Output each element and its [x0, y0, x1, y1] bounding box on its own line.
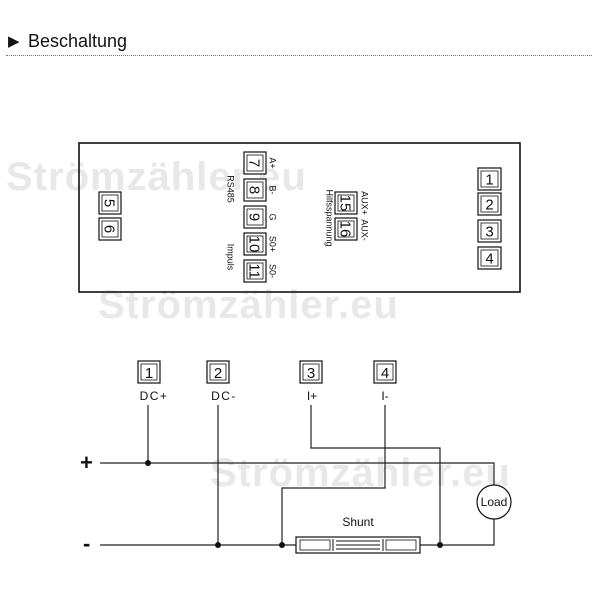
wire-positive-rail: [100, 462, 495, 485]
meter-terminal-group-left: 5 6: [98, 191, 122, 241]
watermark-2: Strömzähler.eu: [98, 283, 399, 327]
label-s0-minus: S0-: [268, 264, 278, 278]
label-aux-plus: AUX+: [360, 191, 370, 215]
meter-terminal-8: 8: [243, 178, 267, 202]
shunt-label: Shunt: [342, 515, 374, 529]
meter-terminal-10: 10: [243, 232, 267, 256]
svg-text:9: 9: [246, 213, 263, 221]
meter-terminal-11: 11: [243, 259, 267, 283]
label-dc-plus: DC+: [140, 389, 169, 403]
triangle-right-icon: ▶: [8, 33, 20, 50]
junction-dot: [215, 542, 221, 548]
meter-terminal-9: 9: [243, 205, 267, 229]
meter-terminal-group-rs485: 7 8 9 10 11: [243, 151, 267, 283]
meter-terminal-2: 2: [477, 192, 502, 216]
wiring-terminal-2: 2: [206, 360, 230, 384]
svg-text:10: 10: [246, 236, 263, 253]
svg-text:16: 16: [337, 221, 354, 238]
wiring-terminal-3: 3: [299, 360, 323, 384]
section-heading: ▶ Beschaltung: [6, 28, 592, 56]
svg-text:2: 2: [214, 365, 222, 382]
svg-text:15: 15: [337, 195, 354, 212]
meter-terminal-6: 6: [98, 217, 122, 241]
wire-negative-rail-right: [420, 519, 495, 546]
svg-text:3: 3: [485, 224, 493, 241]
wiring-terminal-4: 4: [373, 360, 397, 384]
label-impuls: Impuls: [226, 244, 236, 271]
label-a-plus: A+: [268, 157, 278, 168]
svg-text:1: 1: [145, 365, 153, 382]
svg-text:1: 1: [485, 172, 493, 189]
meter-terminal-group-aux: 15 16: [334, 191, 358, 241]
label-i-minus: I-: [381, 389, 388, 403]
meter-terminal-15: 15: [334, 191, 358, 215]
meter-housing: [78, 142, 521, 293]
junction-dot: [145, 460, 151, 466]
svg-text:6: 6: [101, 225, 118, 233]
svg-text:8: 8: [246, 186, 263, 194]
label-i-plus: I+: [307, 389, 317, 403]
load-label: Load: [481, 495, 508, 509]
meter-terminal-group-right: 1 2 3 4: [477, 167, 502, 270]
svg-text:2: 2: [485, 197, 493, 214]
shunt-resistor: [295, 536, 421, 554]
load-circle: [476, 484, 512, 520]
label-rs485: RS485: [226, 175, 236, 203]
section-title: Beschaltung: [28, 31, 128, 51]
label-aux-minus: AUX-: [360, 219, 370, 241]
wire-i-minus: [281, 405, 386, 545]
svg-text:4: 4: [381, 365, 389, 382]
minus-sign: -: [83, 531, 90, 556]
wiring-terminal-1: 1: [137, 360, 161, 384]
junction-dots: [145, 460, 443, 548]
label-dc-minus: DC-: [211, 389, 237, 403]
meter-terminal-4: 4: [477, 246, 502, 270]
svg-text:7: 7: [246, 159, 263, 167]
junction-dot: [437, 542, 443, 548]
svg-text:5: 5: [101, 199, 118, 207]
label-g: G: [268, 213, 278, 220]
wire-i-plus: [310, 405, 441, 545]
meter-terminal-1: 1: [477, 167, 502, 191]
wires: [100, 405, 495, 546]
svg-text:11: 11: [246, 263, 263, 279]
meter-terminal-7: 7: [243, 151, 267, 175]
meter-terminal-16: 16: [334, 217, 358, 241]
svg-text:3: 3: [307, 365, 315, 382]
label-s0-plus: S0+: [268, 236, 278, 252]
junction-dot: [279, 542, 285, 548]
meter-terminal-3: 3: [477, 219, 502, 243]
label-b-minus: B-: [268, 186, 278, 195]
plus-sign: +: [80, 450, 93, 475]
label-hilfsspannung: Hilfsspannung: [325, 189, 335, 246]
meter-terminal-5: 5: [98, 191, 122, 215]
svg-text:4: 4: [485, 251, 493, 268]
